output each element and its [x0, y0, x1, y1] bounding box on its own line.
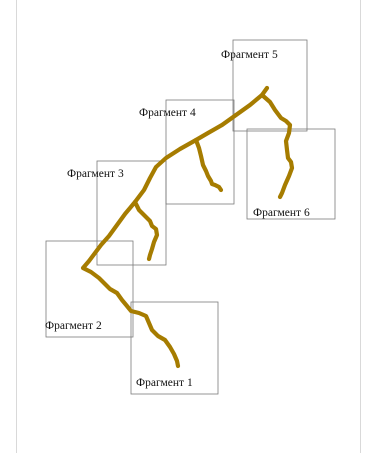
route-main-path — [80, 85, 270, 369]
fragment-5-frame — [232, 39, 308, 132]
route-branch-fragment-5 — [259, 92, 295, 200]
fragment-4-frame — [165, 99, 235, 205]
fragment-6-label: Фрагмент 6 — [253, 207, 310, 219]
fragment-5-label: Фрагмент 5 — [221, 49, 278, 61]
fragment-1-frame — [130, 301, 219, 395]
route-branch-fragment-4 — [193, 137, 224, 193]
fragment-2-frame — [45, 240, 134, 338]
fragment-3-frame — [96, 160, 167, 266]
route-lines — [80, 85, 295, 369]
page-sheet — [16, 0, 361, 453]
fragment-2-label: Фрагмент 2 — [45, 320, 102, 332]
fragment-1-label: Фрагмент 1 — [136, 377, 193, 389]
route-branch-fragment-3 — [132, 199, 160, 262]
fragment-3-label: Фрагмент 3 — [67, 168, 124, 180]
fragment-4-label: Фрагмент 4 — [139, 107, 196, 119]
